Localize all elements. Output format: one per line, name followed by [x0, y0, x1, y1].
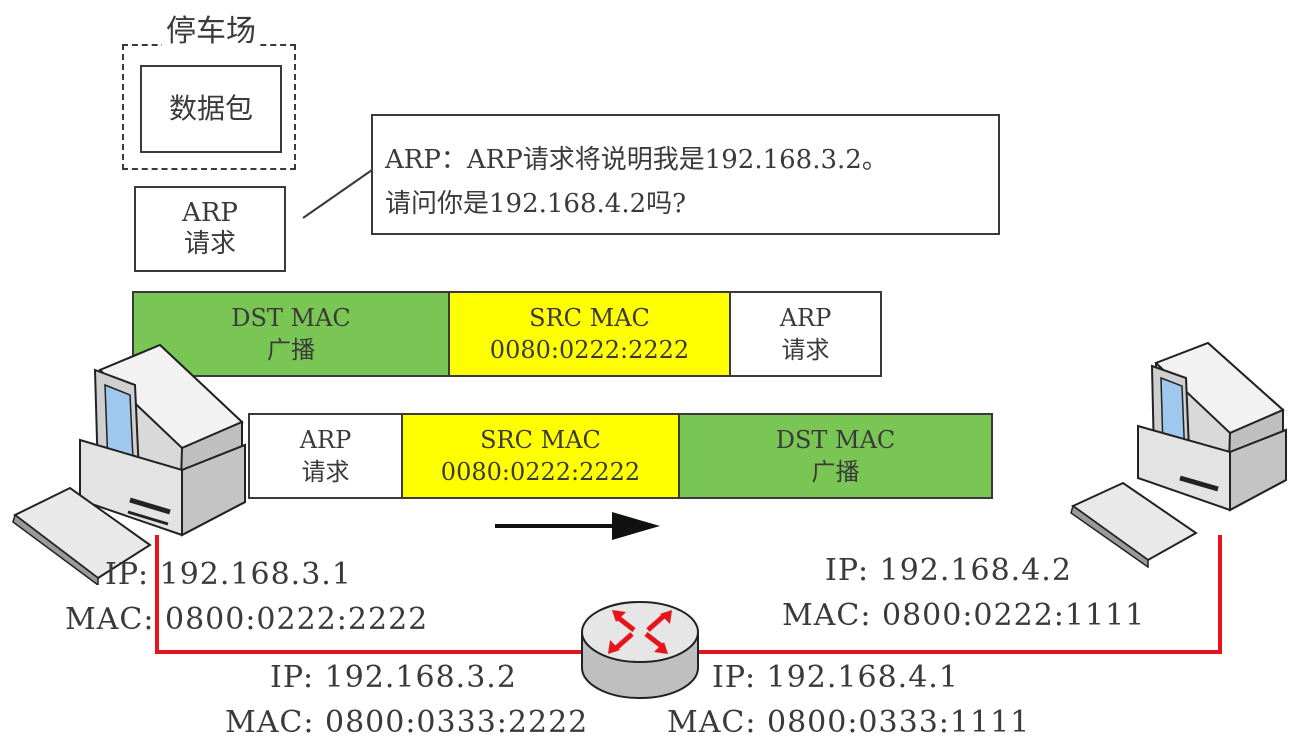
router-icon	[581, 601, 699, 699]
host-right-mac: MAC: 0800:0222:1111	[782, 598, 1146, 633]
arp-request-line1: ARP	[182, 197, 238, 228]
link-left	[155, 535, 590, 654]
host-left-mac: MAC: 0800:0222:2222	[65, 602, 429, 637]
frame-bottom-src-mac: SRC MAC 0080:0222:2222	[401, 413, 680, 499]
router-left-mac: MAC: 0800:0333:2222	[225, 705, 589, 740]
router-left-ip: IP: 192.168.3.2	[270, 660, 517, 695]
frame-bottom-dst-label: DST MAC	[775, 425, 896, 454]
arp-request-line2: 请求	[183, 229, 236, 259]
arp-callout: ARP：ARP请求将说明我是192.168.3.2。 请问你是192.168.4…	[371, 114, 1000, 235]
direction-arrow-icon	[495, 512, 660, 540]
frame-top-arp-value: 请求	[781, 336, 830, 364]
callout-line2: 请问你是192.168.4.2吗?	[385, 189, 687, 219]
frame-bottom-src-value: 0080:0222:2222	[440, 458, 641, 486]
frame-top-src-label: SRC MAC	[529, 303, 650, 332]
host-left-ip: IP: 192.168.3.1	[105, 557, 352, 592]
frame-bottom-dst-mac: DST MAC 广播	[678, 413, 993, 499]
frame-top-src-value: 0080:0222:2222	[489, 336, 690, 364]
data-packet: 数据包	[140, 65, 282, 153]
callout-pointer	[302, 169, 373, 219]
frame-top-arp-label: ARP	[779, 303, 832, 332]
router-right-mac: MAC: 0800:0333:1111	[667, 705, 1031, 740]
frame-bottom-arp-value: 请求	[301, 458, 350, 486]
frame-top-dst-label: DST MAC	[231, 303, 351, 332]
frame-top-dst-value: 广播	[267, 336, 315, 364]
parking-lot-title: 停车场	[162, 6, 260, 50]
frame-top-arp: ARP 请求	[729, 291, 882, 377]
frame-bottom-dst-value: 广播	[811, 458, 860, 486]
data-packet-label: 数据包	[168, 92, 253, 126]
frame-bottom-arp: ARP 请求	[248, 413, 403, 499]
router-right-ip: IP: 192.168.4.1	[712, 660, 959, 695]
computer-left-icon	[12, 343, 246, 585]
frame-top-src-mac: SRC MAC 0080:0222:2222	[448, 291, 731, 377]
frame-top-dst-mac: DST MAC 广播	[132, 291, 450, 377]
link-right	[695, 535, 1222, 654]
host-right-ip: IP: 192.168.4.2	[825, 553, 1072, 588]
frame-bottom-arp-label: ARP	[299, 425, 352, 454]
callout-line1: ARP：ARP请求将说明我是192.168.3.2。	[385, 145, 888, 175]
computer-right-icon	[1070, 341, 1287, 568]
arp-request-box: ARP 请求	[134, 186, 286, 272]
frame-bottom-src-label: SRC MAC	[480, 425, 601, 454]
